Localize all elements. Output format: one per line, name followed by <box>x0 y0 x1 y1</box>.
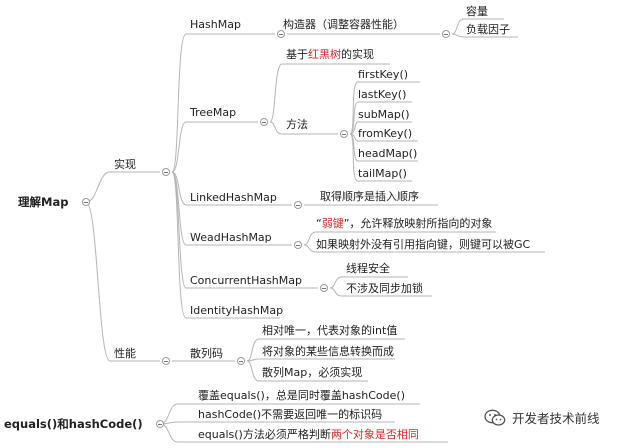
node-linked-order: 取得顺序是插入顺序 <box>320 190 419 203</box>
method-tailmap: tailMap() <box>358 167 407 180</box>
node-concurrenthashmap: ConcurrentHashMap <box>190 274 302 287</box>
node-load-factor: 负载因子 <box>466 23 510 36</box>
collapse-toggle[interactable] <box>442 30 450 38</box>
collapse-toggle[interactable] <box>82 198 90 206</box>
root-node-understanding-map: 理解Map <box>18 195 69 209</box>
node-identityhashmap: IdentityHashMap <box>190 304 284 317</box>
node-hashmap: HashMap <box>190 18 241 31</box>
node-hash-unique-int: 相对唯一，代表对象的int值 <box>262 324 398 337</box>
node-hashcode-not-unique: hashCode()不需要返回唯一的标识码 <box>198 408 383 421</box>
node-hash-convert: 将对象的某些信息转换而成 <box>262 345 394 358</box>
watermark-text: 开发者技术前线 <box>512 411 600 426</box>
node-weak-gc: 如果映射外没有引用指向键，则键可以被GC <box>316 238 531 251</box>
node-override-equals: 覆盖equals()，总是同时覆盖hashCode() <box>198 389 405 402</box>
node-equals-strict: equals()方法必须严格判断两个对象是否相同 <box>198 428 419 441</box>
node-hash-code: 散列码 <box>190 347 223 360</box>
method-submap: subMap() <box>358 108 410 121</box>
branch-implementation: 实现 <box>114 158 136 171</box>
node-hashmap-constructor: 构造器（调整容器性能） <box>283 18 404 31</box>
collapse-toggle[interactable] <box>340 130 348 138</box>
collapse-toggle[interactable] <box>237 357 245 365</box>
node-weadhashmap: WeadHashMap <box>190 231 272 244</box>
node-treemap-red-black-tree: 基于红黑树的实现 <box>286 48 374 61</box>
node-thread-safe: 线程安全 <box>346 262 390 275</box>
node-treemap: TreeMap <box>190 106 237 119</box>
node-linkedhashmap: LinkedHashMap <box>190 191 277 204</box>
collapse-toggle[interactable] <box>260 118 268 126</box>
collapse-toggle[interactable] <box>156 420 164 428</box>
method-fromkey: fromKey() <box>358 127 413 140</box>
method-lastkey: lastKey() <box>358 88 407 101</box>
method-firstkey: firstKey() <box>358 68 409 81</box>
collapse-toggle[interactable] <box>162 357 170 365</box>
watermark: 开发者技术前线 <box>484 408 600 427</box>
node-methods: 方法 <box>286 118 308 131</box>
node-hash-must-implement: 散列Map，必须实现 <box>262 366 363 379</box>
wechat-icon <box>484 409 506 426</box>
node-capacity: 容量 <box>466 5 488 18</box>
collapse-toggle[interactable] <box>294 241 302 249</box>
collapse-toggle[interactable] <box>320 284 328 292</box>
collapse-toggle[interactable] <box>162 168 170 176</box>
collapse-toggle[interactable] <box>277 30 285 38</box>
node-weak-keys: “弱键”，允许释放映射所指向的对象 <box>316 217 493 230</box>
branch-performance: 性能 <box>114 347 136 360</box>
collapse-toggle[interactable] <box>294 201 302 209</box>
root-node-equals-hashcode: equals()和hashCode() <box>4 417 143 431</box>
node-no-sync-lock: 不涉及同步加锁 <box>346 282 423 295</box>
method-headmap: headMap() <box>358 147 418 160</box>
